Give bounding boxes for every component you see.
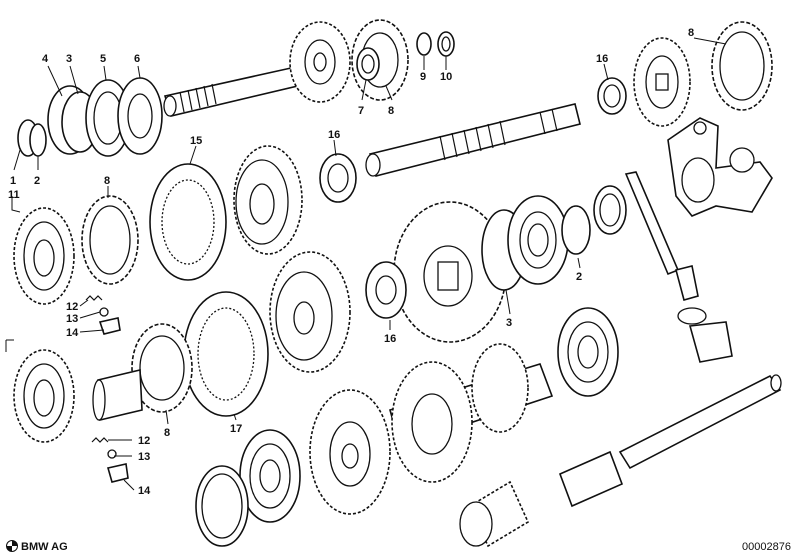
callout-label: 15: [190, 135, 202, 147]
callout-label: 4: [42, 53, 49, 65]
callout-label: 8: [688, 27, 694, 39]
callout-label: 11: [8, 189, 20, 201]
ring-synchro-8-top: [711, 21, 773, 111]
ring-2-mid: [561, 205, 591, 255]
countershaft-cluster: [389, 343, 554, 483]
callout-label: 17: [230, 423, 242, 435]
callout-label: 14: [138, 485, 151, 497]
spring-12-top: [85, 295, 103, 301]
brand-footer: BMW AG: [6, 540, 68, 553]
gear-top-right: [633, 37, 691, 127]
shaft-reverse: [459, 374, 782, 548]
gear-third-row: [269, 251, 351, 373]
callout-label: 3: [66, 53, 72, 65]
bearing-5: [85, 79, 131, 157]
bearing-needle-16-low: [365, 261, 407, 319]
part-labels: 1 2 3 4 5 6 7 8 9 10 16 8 16 15 8 11 12 …: [8, 27, 694, 497]
bearing-ball-low: [557, 307, 619, 397]
callout-label: 13: [138, 451, 150, 463]
callout-label: 1: [10, 175, 16, 187]
callout-label: 8: [164, 427, 170, 439]
reference-number: 00002876: [742, 541, 791, 553]
detent-14-low: [106, 463, 129, 483]
ring-synchro-8-left: [81, 195, 139, 285]
gear-synchro-11: [13, 207, 75, 305]
shaft-selector: [624, 171, 733, 363]
bearing-ball-bottom: [239, 429, 301, 523]
bearing-needle-7: [356, 47, 380, 81]
detent-14-top: [98, 317, 121, 335]
circlip-9: [416, 32, 432, 56]
callout-label: 8: [104, 175, 110, 187]
callout-label: 6: [134, 53, 140, 65]
callout-label: 16: [384, 333, 396, 345]
ball-13-top: [99, 307, 109, 317]
callout-label: 2: [34, 175, 40, 187]
bearing-needle-16-mid: [319, 153, 357, 203]
callout-label: 14: [66, 327, 79, 339]
housing-bracket: [667, 117, 773, 217]
ball-13-low: [107, 449, 117, 459]
callout-label: 8: [388, 105, 394, 117]
callout-label: 12: [138, 435, 150, 447]
washer-bottom: [195, 465, 249, 547]
callout-label: 5: [100, 53, 106, 65]
bearing-needle-16-top: [597, 77, 627, 115]
ring-6: [117, 77, 163, 155]
ring-synchro-8-low: [131, 323, 193, 413]
bearing-ball-mid: [507, 195, 569, 285]
washer-10: [437, 31, 455, 57]
callout-label: 10: [440, 71, 452, 83]
callout-label: 3: [506, 317, 512, 329]
ring-2-top: [29, 123, 47, 157]
gear-cluster-front: [309, 389, 391, 515]
washer-mid: [593, 185, 627, 235]
shaft-input: [163, 65, 308, 117]
callout-label: 7: [358, 105, 364, 117]
bmw-logo-icon: [6, 540, 18, 552]
spring-12-low: [91, 437, 109, 443]
sleeve-17: [183, 291, 269, 417]
callout-label: 16: [328, 129, 340, 141]
callout-label: 9: [420, 71, 426, 83]
gear-synchro-low-left: [13, 349, 75, 443]
sleeve-15: [149, 163, 227, 281]
callout-label: 2: [576, 271, 582, 283]
callout-label: 13: [66, 313, 78, 325]
gear-top-center: [289, 21, 351, 103]
hub-cylinder: [92, 368, 143, 422]
callout-label: 16: [596, 53, 608, 65]
shaft-main: [365, 103, 581, 177]
leader-lines: [5, 37, 727, 491]
callout-label: 12: [66, 301, 78, 313]
brand-text: BMW AG: [21, 541, 68, 553]
gear-second-row: [233, 145, 303, 255]
